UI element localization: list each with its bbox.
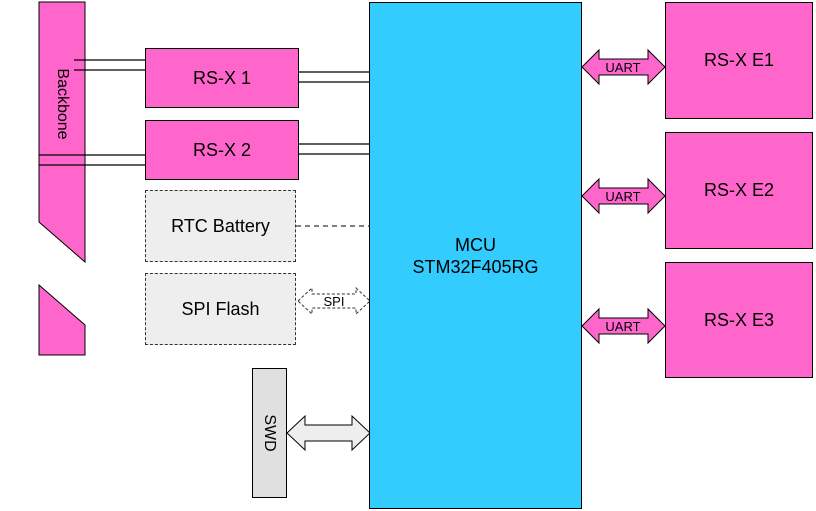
swd-block [252, 368, 287, 498]
rsx2-block: RS-X 2 [145, 120, 299, 180]
swd-arrow [286, 414, 371, 452]
spi-label: SPI [324, 294, 345, 309]
rsx-e2-label: RS-X E2 [703, 180, 775, 200]
rsx-e3-label: RS-X E3 [703, 309, 775, 330]
uart-label-1: UART [605, 60, 640, 75]
mcu-label: MCU [455, 234, 496, 255]
backbone-upper [38, 1, 86, 264]
uart-label-3: UART [605, 319, 640, 334]
rsx1-block: RS-X 1 [145, 48, 299, 108]
swd-label: SWD [261, 414, 278, 452]
rtc-battery-block: RTC Battery [145, 190, 296, 262]
rsx-e3-block: RS-X E3 [665, 262, 813, 378]
spi-flash-label: SPI Flash [181, 298, 260, 319]
rsx-e1-label: RS-X E1 [703, 50, 775, 70]
rsx-e2-block: RS-X E2 [665, 132, 813, 249]
spi-arrow [297, 286, 371, 316]
rsx2-label: RS-X 2 [192, 139, 252, 160]
mcu-block: MCU STM32F405RG [369, 2, 582, 509]
mcu-part-number: STM32F405RG [412, 256, 539, 277]
spi-flash-block: SPI Flash [145, 273, 296, 345]
rtc-battery-label: RTC Battery [171, 215, 270, 236]
rsx-e1-block: RS-X E1 [665, 2, 813, 119]
backbone-lower [38, 283, 86, 356]
uart-label-2: UART [605, 189, 640, 204]
rsx1-label: RS-X 1 [192, 67, 252, 88]
backbone-label: Backbone [54, 68, 71, 140]
